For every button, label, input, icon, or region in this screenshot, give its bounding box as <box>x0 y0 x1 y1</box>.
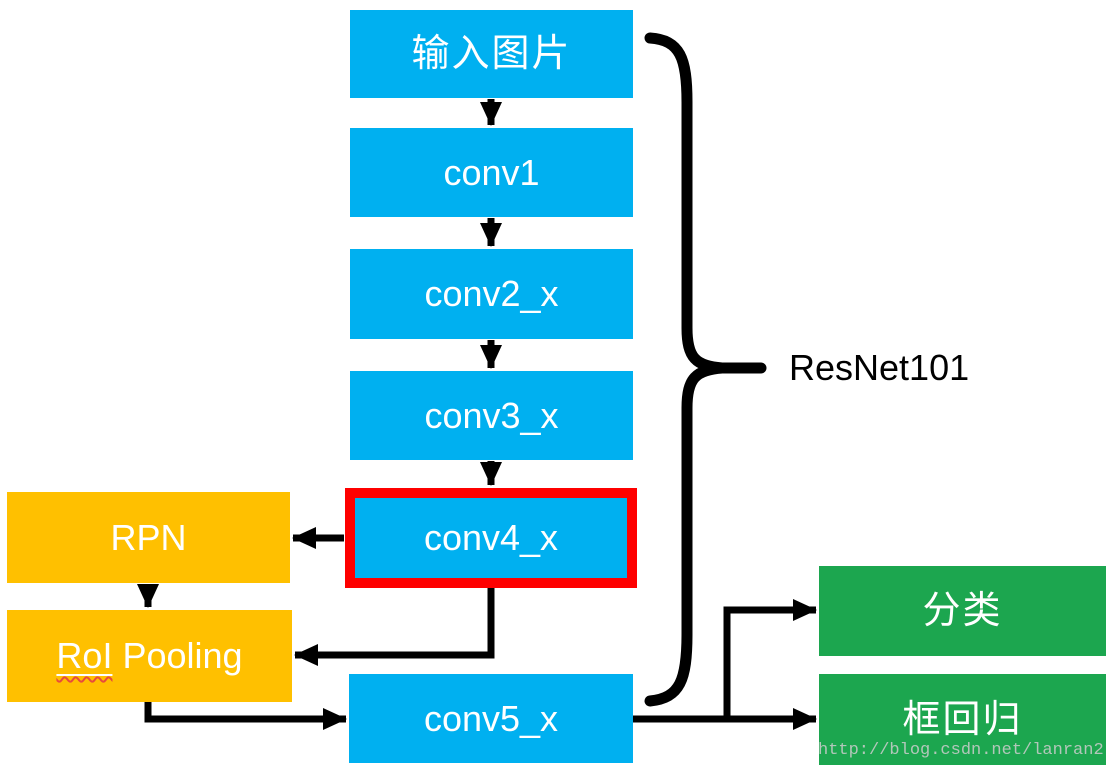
node-rpn: RPN <box>7 492 290 583</box>
node-bbox-regression: 框回归 <box>819 674 1106 765</box>
node-conv1-label: conv1 <box>443 151 540 193</box>
resnet-brace <box>644 32 767 707</box>
node-classification-label: 分类 <box>922 590 1003 632</box>
arrow-conv4-roipooling <box>294 588 495 666</box>
node-rpn-label: RPN <box>110 516 187 558</box>
node-conv1: conv1 <box>350 128 633 217</box>
node-roi-label-part2: Pooling <box>122 635 243 676</box>
node-conv3x-label: conv3_x <box>424 394 559 436</box>
node-input-image: 输入图片 <box>350 10 633 98</box>
node-roi-pooling: RoI Pooling <box>7 610 292 702</box>
node-conv4x-label: conv4_x <box>423 517 559 558</box>
node-conv4x-highlighted: conv4_x <box>345 488 637 588</box>
node-conv3x: conv3_x <box>350 371 633 460</box>
node-conv2x: conv2_x <box>350 249 633 339</box>
node-bbox-regression-label: 框回归 <box>902 698 1023 741</box>
node-conv5x: conv5_x <box>349 674 633 763</box>
watermark-url: http://blog.csdn.net/lanran2 <box>818 741 1104 760</box>
node-conv2x-label: conv2_x <box>424 273 559 314</box>
arrow-junction-classify <box>723 599 817 719</box>
node-input-image-label: 输入图片 <box>411 33 572 75</box>
node-conv5x-label: conv5_x <box>423 697 559 739</box>
node-classification: 分类 <box>819 566 1106 656</box>
roi-word-with-squiggle: RoI <box>56 638 112 674</box>
arrow-roipooling-conv5 <box>144 702 347 730</box>
node-roi-label-part1: RoI <box>56 635 113 676</box>
backbone-label: ResNet101 <box>789 347 970 388</box>
